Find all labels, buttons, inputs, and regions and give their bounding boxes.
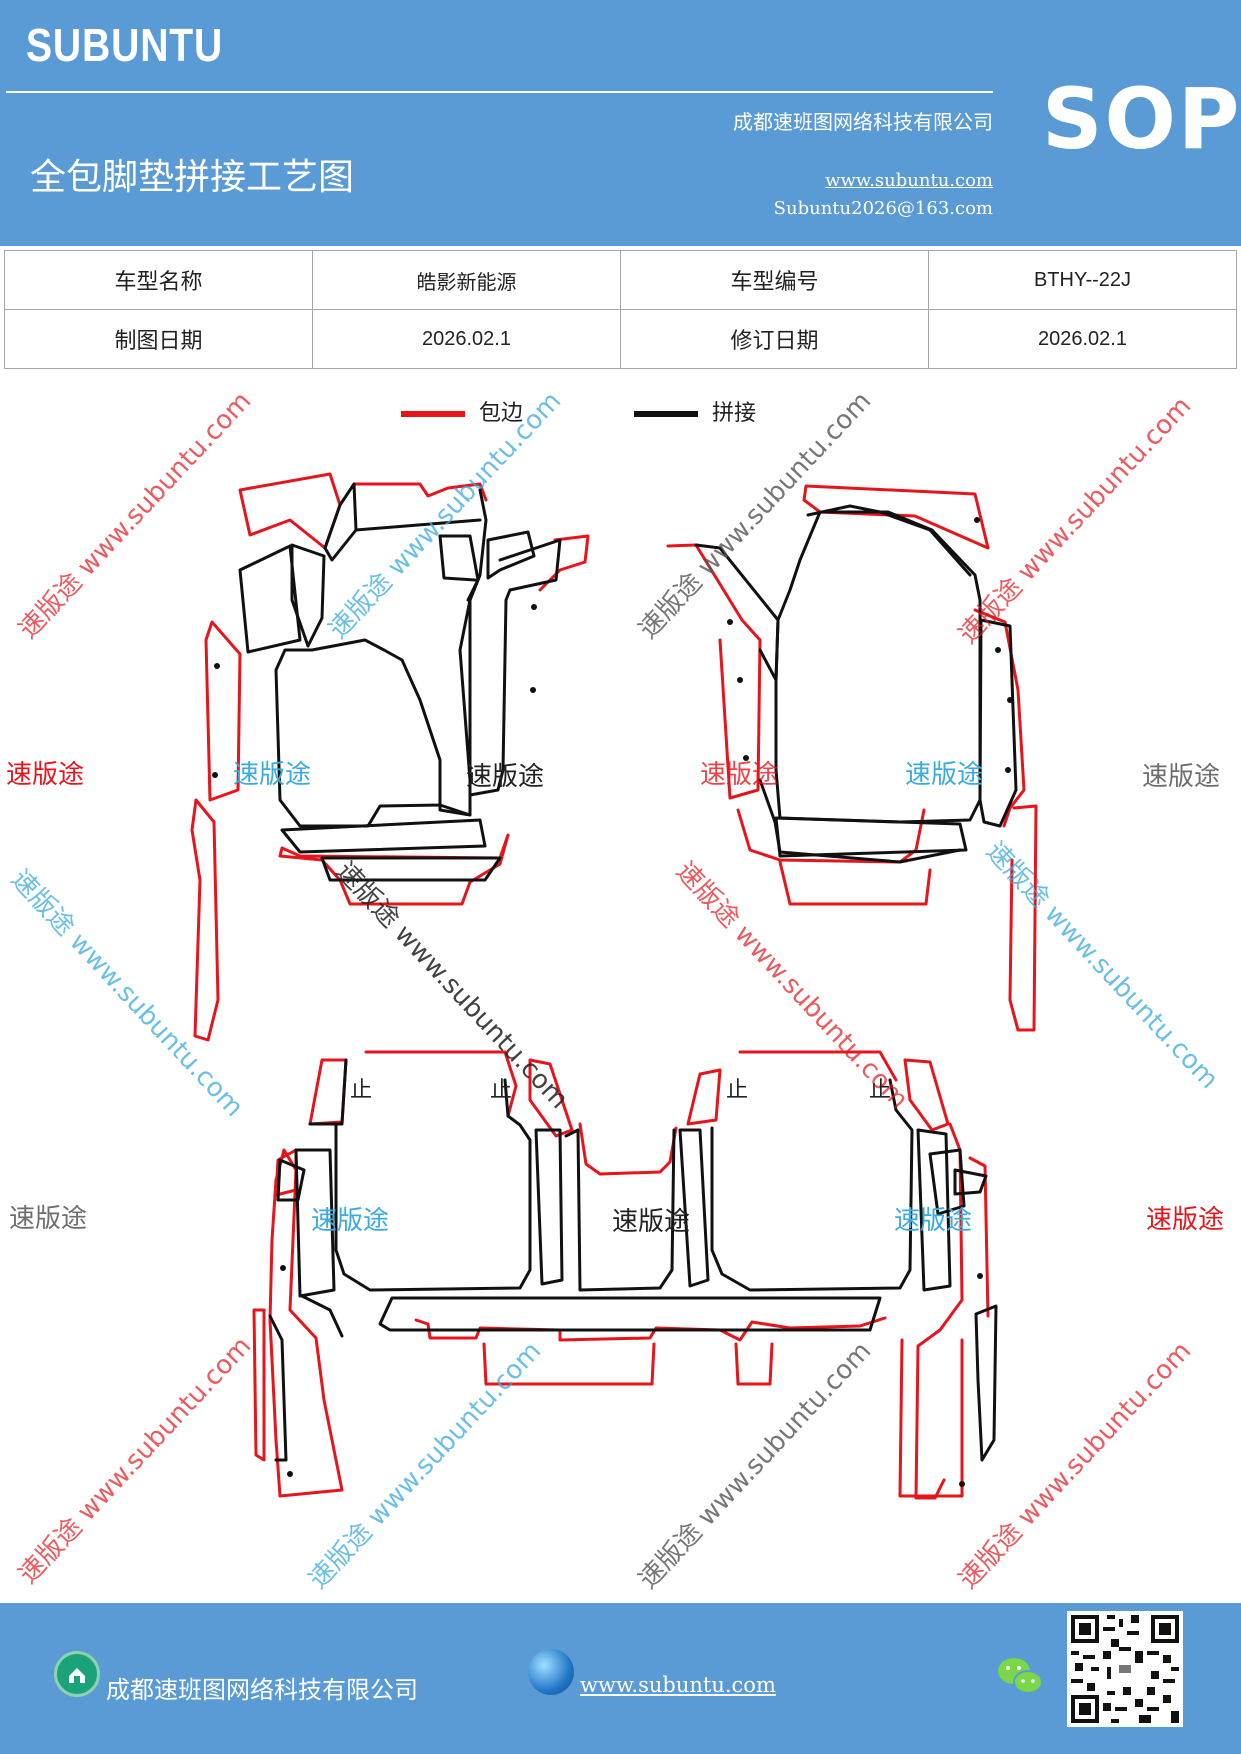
wechat-icon (998, 1658, 1043, 1694)
value-revision-date: 2026.02.1 (928, 309, 1237, 369)
home-icon (54, 1651, 100, 1697)
company-name: 成都速班图网络科技有限公司 (733, 110, 993, 134)
edge-label: 包边 (479, 401, 524, 426)
stop-mark: 止 (490, 1078, 512, 1103)
website-link[interactable]: www.subuntu.com (825, 170, 993, 191)
wm-brand: 速版途 (6, 760, 84, 790)
passenger-front-mat (666, 484, 1038, 1032)
label-model-name: 车型名称 (4, 250, 313, 310)
table-row: 制图日期 2026.02.1 修订日期 2026.02.1 (4, 309, 1237, 369)
footer-company: 成都速班图网络科技有限公司 (106, 1676, 418, 1704)
wm-brand: 速版途 (323, 567, 398, 645)
header-band (0, 0, 1241, 246)
globe-icon (528, 1649, 574, 1695)
wm-site: www.subuntu.com (1012, 1336, 1197, 1532)
sop-tag: SOP (1042, 70, 1241, 168)
value-drawing-date: 2026.02.1 (312, 309, 621, 369)
wm-brand: 速版途 (1146, 1205, 1224, 1235)
wm-brand: 速版途 (466, 762, 544, 792)
wm-site: www.subuntu.com (389, 919, 574, 1115)
svg-text:速版途www.subuntu.com: 速版途www.subuntu.com (13, 1331, 257, 1590)
wm-brand: 速版途 (633, 1517, 708, 1595)
label-drawing-date: 制图日期 (4, 309, 313, 369)
wm-brand: 速版途 (303, 1517, 378, 1595)
wm-brand: 速版途 (905, 760, 983, 790)
wm-brand: 速版途 (5, 864, 80, 942)
wm-site: www.subuntu.com (1012, 391, 1197, 587)
value-model-code: BTHY--22J (928, 250, 1237, 310)
svg-text:速版途www.subuntu.com: 速版途www.subuntu.com (980, 836, 1224, 1095)
qr-code (1067, 1611, 1183, 1727)
wm-brand: 速版途 (953, 1517, 1028, 1595)
svg-text:速版途www.subuntu.com: 速版途www.subuntu.com (5, 864, 249, 1123)
legend-join: 拼接 (634, 395, 756, 427)
footer-website-link[interactable]: www.subuntu.com (580, 1673, 776, 1697)
join-swatch (634, 411, 698, 417)
vehicle-info-table: 车型名称 皓影新能源 车型编号 BTHY--22J 制图日期 2026.02.1… (4, 250, 1237, 369)
join-label: 拼接 (712, 401, 757, 426)
wm-brand: 速版途 (633, 567, 708, 645)
svg-text:速版途www.subuntu.com: 速版途www.subuntu.com (303, 1336, 547, 1595)
document-title: 全包脚垫拼接工艺图 (30, 157, 355, 198)
wm-site: www.subuntu.com (64, 927, 249, 1123)
wm-brand: 速版途 (953, 572, 1028, 650)
svg-text:速版途www.subuntu.com: 速版途www.subuntu.com (670, 856, 914, 1115)
wm-brand: 速版途 (980, 836, 1055, 914)
wm-site: www.subuntu.com (382, 386, 567, 582)
wm-site: www.subuntu.com (72, 1331, 257, 1527)
rear-mat (252, 1050, 998, 1500)
wm-brand: 速版途 (13, 1512, 88, 1590)
svg-text:速版途www.subuntu.com: 速版途www.subuntu.com (13, 386, 257, 645)
wm-brand: 速版途 (612, 1207, 690, 1237)
wm-brand: 速版途 (13, 567, 88, 645)
table-row: 车型名称 皓影新能源 车型编号 BTHY--22J (4, 250, 1237, 310)
wm-brand: 速版途 (894, 1206, 972, 1236)
stop-mark: 止 (869, 1078, 891, 1103)
svg-text:速版途www.subuntu.com: 速版途www.subuntu.com (633, 1336, 877, 1595)
wm-brand: 速版途 (9, 1204, 87, 1234)
edge-swatch (401, 411, 465, 417)
stop-mark: 止 (726, 1078, 748, 1103)
wm-brand: 速版途 (1142, 762, 1220, 792)
wm-site: www.subuntu.com (692, 1336, 877, 1532)
email-address: Subuntu2026@163.com (773, 198, 993, 219)
svg-text:速版途www.subuntu.com: 速版途www.subuntu.com (323, 386, 567, 645)
wm-brand: 速版途 (233, 760, 311, 790)
svg-text:速版途www.subuntu.com: 速版途www.subuntu.com (633, 386, 877, 645)
wm-site: www.subuntu.com (72, 386, 257, 582)
wm-brand: 速版途 (670, 856, 745, 934)
svg-text:速版途www.subuntu.com: 速版途www.subuntu.com (953, 391, 1197, 650)
wm-site: www.subuntu.com (692, 386, 877, 582)
label-revision-date: 修订日期 (620, 309, 929, 369)
wm-brand: 速版途 (700, 760, 778, 790)
legend-edge: 包边 (401, 395, 523, 427)
stop-mark: 止 (350, 1078, 372, 1103)
wm-brand: 速版途 (311, 1206, 389, 1236)
wm-site: www.subuntu.com (362, 1336, 547, 1532)
header-divider (6, 91, 993, 93)
value-model-name: 皓影新能源 (312, 250, 621, 310)
brand-logo: SUBUNTU (26, 19, 224, 71)
svg-text:速版途www.subuntu.com: 速版途www.subuntu.com (953, 1336, 1197, 1595)
label-model-code: 车型编号 (620, 250, 929, 310)
wm-brand: 速版途 (330, 856, 405, 934)
driver-front-mat (190, 472, 590, 1042)
svg-text:速版途www.subuntu.com: 速版途www.subuntu.com (330, 856, 574, 1115)
wm-site: www.subuntu.com (1039, 899, 1224, 1095)
